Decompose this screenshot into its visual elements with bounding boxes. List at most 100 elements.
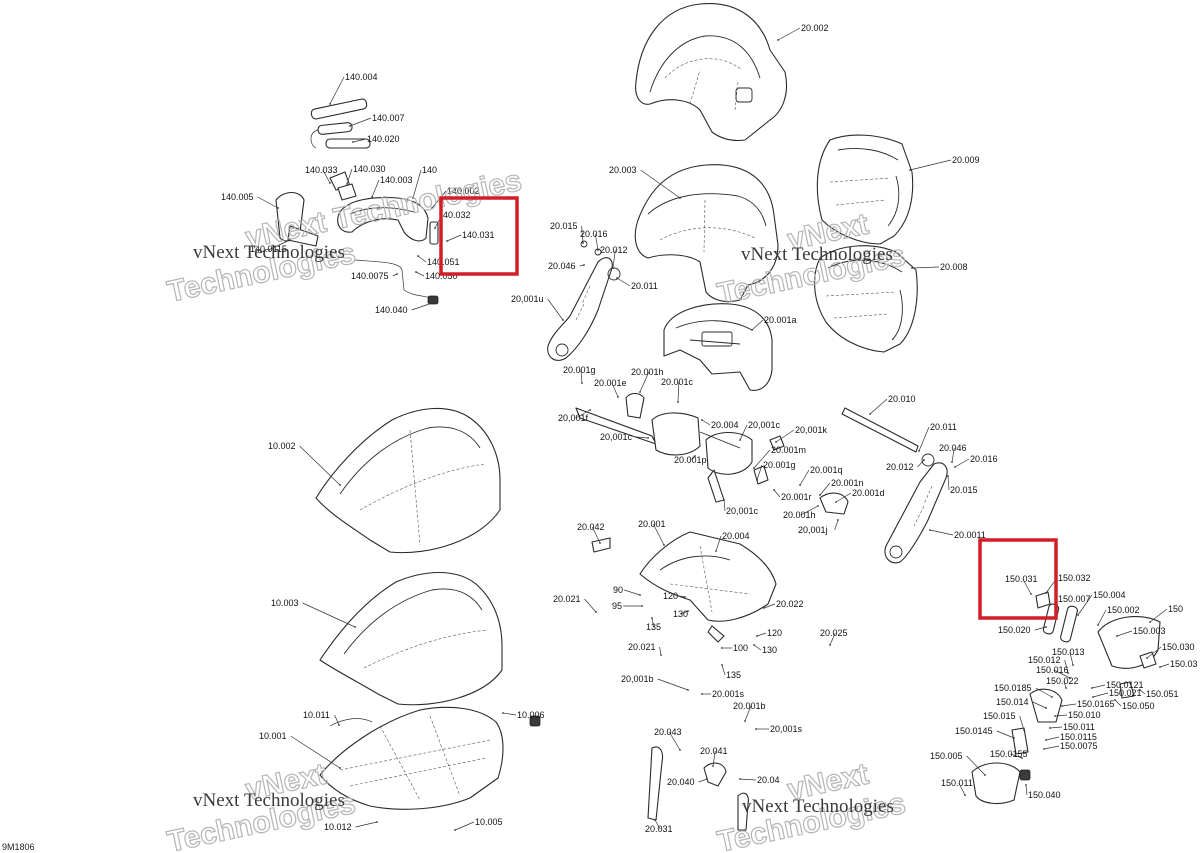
callout-label: 150.0185	[994, 683, 1032, 693]
leader-line	[329, 76, 345, 105]
leader-dot	[1013, 737, 1015, 739]
callout-label: 40.032	[443, 210, 471, 220]
leader-line	[636, 436, 649, 439]
leader-line	[612, 249, 616, 269]
leader-line	[652, 523, 665, 546]
leader-line	[1043, 745, 1060, 750]
leader-dot	[647, 437, 649, 439]
leader-dot	[1030, 593, 1032, 595]
callout-label: 120	[663, 591, 678, 601]
leader-line	[346, 168, 353, 185]
callout-label: 20,001c	[726, 506, 759, 516]
leader-line	[1025, 784, 1028, 796]
leader-line	[417, 255, 427, 263]
leader-dot	[660, 654, 662, 656]
callout-label: 20.012	[600, 245, 628, 255]
callout-label: 20.015	[950, 485, 978, 495]
callout-label: 140.005	[221, 192, 254, 202]
leader-dot	[583, 264, 585, 266]
leader-line	[739, 424, 748, 441]
part-group-140	[275, 98, 439, 305]
leader-line	[739, 778, 757, 781]
leader-dot	[1159, 666, 1161, 668]
leader-dot	[777, 39, 779, 41]
leader-dot	[909, 169, 911, 171]
leader-line	[1022, 578, 1032, 595]
leader-dot	[1045, 739, 1047, 741]
leader-line	[446, 234, 462, 242]
leader-dot	[751, 329, 753, 331]
callout-label: 20.046	[548, 261, 576, 271]
leader-line	[575, 409, 591, 419]
leader-dot	[589, 409, 591, 411]
leader-dot	[744, 720, 746, 722]
leader-dot	[1051, 696, 1053, 698]
leader-dot	[454, 829, 456, 831]
leader-dot	[918, 450, 920, 452]
leader-line	[1159, 663, 1170, 668]
leader-dot	[616, 277, 618, 279]
callout-label: 20.001p	[674, 455, 707, 465]
leader-dot	[715, 550, 717, 552]
callout-label: 150.050	[1122, 701, 1155, 711]
leader-line	[829, 632, 836, 646]
callout-label: 140.003	[380, 175, 413, 185]
leader-dot	[339, 484, 341, 486]
leader-dot	[1021, 757, 1023, 759]
leader-line	[668, 731, 681, 751]
leader-dot	[984, 774, 986, 776]
leader-dot	[684, 596, 686, 598]
leader-dot	[799, 484, 801, 486]
leader-line	[680, 610, 689, 615]
callout-label: 150.011	[1063, 722, 1095, 732]
leader-dot	[1045, 626, 1047, 628]
callout-label: 135	[726, 670, 741, 680]
callout-label: 140.031	[462, 230, 495, 240]
leader-dot	[352, 141, 354, 143]
leader-line	[371, 179, 380, 198]
callout-label: 150.0075	[1060, 741, 1098, 751]
leader-dot	[687, 689, 689, 691]
callout-label: 150.004	[1093, 590, 1126, 600]
leader-line	[454, 821, 475, 831]
leader-dot	[679, 197, 681, 199]
leader-dot	[434, 227, 436, 229]
leader-line	[580, 369, 583, 384]
leader-line	[1097, 609, 1107, 626]
callout-label: 20.031	[645, 824, 673, 834]
leader-dot	[612, 267, 614, 269]
leader-dot	[723, 499, 725, 501]
leader-line	[751, 319, 764, 331]
leader-line	[721, 664, 726, 676]
callout-label: 20.001q	[810, 465, 843, 475]
leader-dot	[1067, 672, 1069, 674]
leader-dot	[1097, 624, 1099, 626]
callout-label: 140.0075	[351, 271, 389, 281]
callout-label: 20.001a	[764, 315, 797, 325]
leader-dot	[753, 644, 755, 646]
leader-dot	[654, 819, 656, 821]
callout-label: 20.016	[970, 454, 998, 464]
leader-dot	[412, 197, 414, 199]
leader-line	[1061, 703, 1077, 707]
callout-label: 20.002	[801, 23, 829, 33]
leader-line	[1092, 692, 1109, 698]
callout-label: 20.001g	[563, 365, 596, 375]
leader-line	[411, 302, 433, 311]
leader-line	[581, 225, 584, 244]
leader-line	[834, 519, 839, 531]
callout-label: 140	[422, 165, 437, 175]
callout-label: 150.0155	[990, 749, 1028, 759]
leader-line	[918, 426, 930, 452]
callout-label: 20.015	[550, 221, 578, 231]
leader-line	[947, 475, 950, 491]
leader-dot	[639, 391, 641, 393]
part-arm-20-0011	[841, 407, 948, 564]
callout-label: 150.03	[1170, 659, 1198, 669]
callout-label: 150.016	[1036, 665, 1069, 675]
leader-line	[611, 382, 619, 398]
leader-line	[744, 705, 752, 722]
callout-label: 20.04	[757, 775, 780, 785]
callout-label: 20.004	[711, 420, 739, 430]
leader-dot	[1025, 784, 1027, 786]
